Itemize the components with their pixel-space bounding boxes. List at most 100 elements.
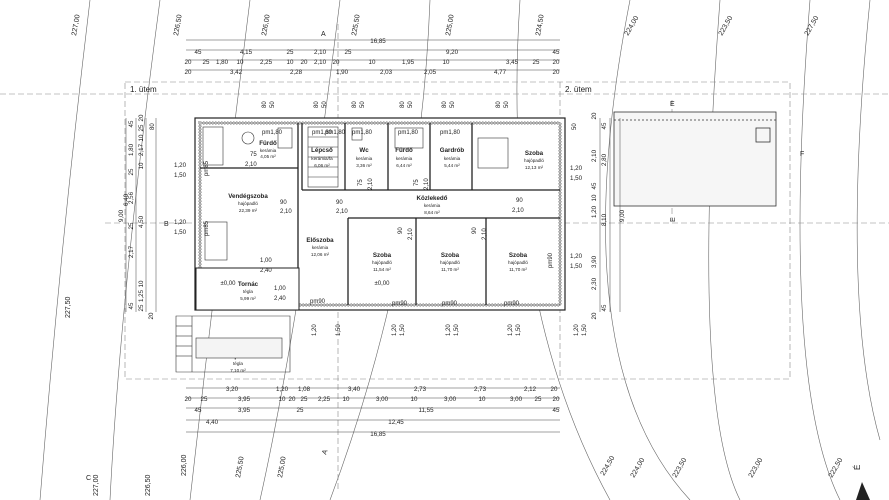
dim-value: 3,45 xyxy=(506,59,519,66)
bottom-window-labels: 1,20 1,50 1,20 1,50 1,20 1,50 1,20 1,50 … xyxy=(312,324,588,336)
opening-dim: 75 xyxy=(250,152,257,158)
window-dim: 80 xyxy=(400,101,406,108)
window-dim: 50 xyxy=(322,101,328,108)
dim-value: 1,95 xyxy=(402,59,415,66)
opening-dim: 90 xyxy=(472,227,478,234)
room-floor: kerámia xyxy=(424,203,441,208)
dim-value: 10 xyxy=(138,280,145,287)
door-label: pm90 xyxy=(548,252,554,268)
dim-value: 1,20 xyxy=(174,162,187,169)
dim-value: 45 xyxy=(553,49,560,56)
dim-value: 45 xyxy=(195,407,202,414)
contour-label: 225,50 xyxy=(235,456,246,478)
interior-walls xyxy=(200,123,560,305)
dim-value: 25 xyxy=(533,59,540,66)
room-area: 22,39 m² xyxy=(239,208,258,213)
section-marker-a: A xyxy=(321,449,329,456)
window-dim: 80 xyxy=(150,123,156,130)
contour-label: 227,00 xyxy=(93,474,100,496)
opening-dim: 2,10 xyxy=(512,208,524,214)
opening-dim: 2,40 xyxy=(260,268,272,274)
dim-value: 12,45 xyxy=(388,419,404,426)
opening-dim: 90 xyxy=(516,198,523,204)
room-area: 12,06 m² xyxy=(311,252,330,257)
dim-value: 45 xyxy=(128,120,135,127)
dim-value: 3,20 xyxy=(226,386,239,393)
room-area: 7,10 m² xyxy=(230,368,246,373)
section-marker-c: C xyxy=(86,475,91,482)
dim-value: 3,00 xyxy=(510,396,523,403)
dim-value: 25 xyxy=(128,222,135,229)
dim-value: 6,40 xyxy=(123,193,130,206)
room-name: Vendégszoba xyxy=(228,193,268,200)
contour-label: 226,50 xyxy=(145,474,152,496)
room-area: 5,99 m² xyxy=(240,296,256,301)
contour-label: 223,00 xyxy=(748,457,765,479)
section-marker-f: F xyxy=(800,151,804,158)
contour-label: 224,50 xyxy=(535,14,546,36)
opening-dim: 1,00 xyxy=(274,286,286,292)
opening-dim: 75 xyxy=(414,179,420,186)
dim-value: 10 xyxy=(369,59,376,66)
opening-dim: 2,10 xyxy=(424,178,430,190)
window-dim: 50 xyxy=(270,101,276,108)
opening-dim: 90 xyxy=(398,227,404,234)
window-dim: 80 xyxy=(262,101,268,108)
dim-value: 2,10 xyxy=(314,59,327,66)
room-name: Wc xyxy=(359,147,369,154)
section-marker-a: A xyxy=(321,31,326,38)
contour-label: 227,50 xyxy=(65,296,72,318)
contour-label: 224,00 xyxy=(624,15,641,37)
window-dim: 1,50 xyxy=(454,324,460,336)
opening-dim: 2,10 xyxy=(408,228,414,240)
dim-value: 20 xyxy=(333,59,340,66)
room-floor: kerámia xyxy=(356,156,373,161)
contour-label: 225,00 xyxy=(445,14,456,36)
room-floor: hajópadló xyxy=(238,201,258,206)
dim-value: 10 xyxy=(343,396,350,403)
window-dim: 80 xyxy=(314,101,320,108)
dim-value: 1,80 xyxy=(216,59,229,66)
door-label: pm1,80 xyxy=(312,130,333,136)
dim-value: 2,10 xyxy=(591,149,598,162)
opening-dim: 2,10 xyxy=(482,228,488,240)
room-name: Gardrób xyxy=(440,147,465,154)
window-dim: 1,20 xyxy=(508,324,514,336)
dimension-lines xyxy=(125,39,621,433)
dim-value: 25 xyxy=(128,168,135,175)
dim-value: 25 xyxy=(297,407,304,414)
dim-value: 3,95 xyxy=(238,407,251,414)
opening-dim: 90 xyxy=(336,200,343,206)
room-floor: hajópadló xyxy=(508,260,528,265)
dim-value: 10 xyxy=(279,396,286,403)
dim-value: 3,40 xyxy=(348,386,361,393)
dim-value: 3,00 xyxy=(376,396,389,403)
dim-value: 20 xyxy=(553,69,560,76)
room-area: 6,06 m² xyxy=(314,163,330,168)
opening-dim: 2,10 xyxy=(280,209,292,215)
door-label: pm85 xyxy=(204,160,210,176)
room-floor: kerámia xyxy=(396,156,413,161)
dim-value: 45 xyxy=(553,407,560,414)
window-dim: 1,20 xyxy=(446,324,452,336)
window-dim: 50 xyxy=(504,101,510,108)
dim-value: 11,55 xyxy=(418,407,434,414)
dim-value: 1,20 xyxy=(591,205,598,218)
dim-value: 3,95 xyxy=(238,396,251,403)
opening-dim: 2,40 xyxy=(274,296,286,302)
dim-value: 1,50 xyxy=(570,175,583,182)
north-arrow-label: É xyxy=(853,465,862,470)
room-floor: kerámia xyxy=(260,148,277,153)
dim-value: 2,17 xyxy=(138,143,145,156)
contour-label: 222,50 xyxy=(828,457,845,479)
level-marker: ±0,00 xyxy=(375,281,391,287)
dim-value: 25 xyxy=(203,59,210,66)
dim-value: 10 xyxy=(443,59,450,66)
door-label: pm90 xyxy=(392,301,408,307)
room-floor: hajópadló xyxy=(372,260,392,265)
level-marker: ±0,00 xyxy=(221,281,237,287)
dim-value: 25 xyxy=(301,396,308,403)
dim-value: 10 xyxy=(138,162,145,169)
dim-value: 2,25 xyxy=(318,396,331,403)
